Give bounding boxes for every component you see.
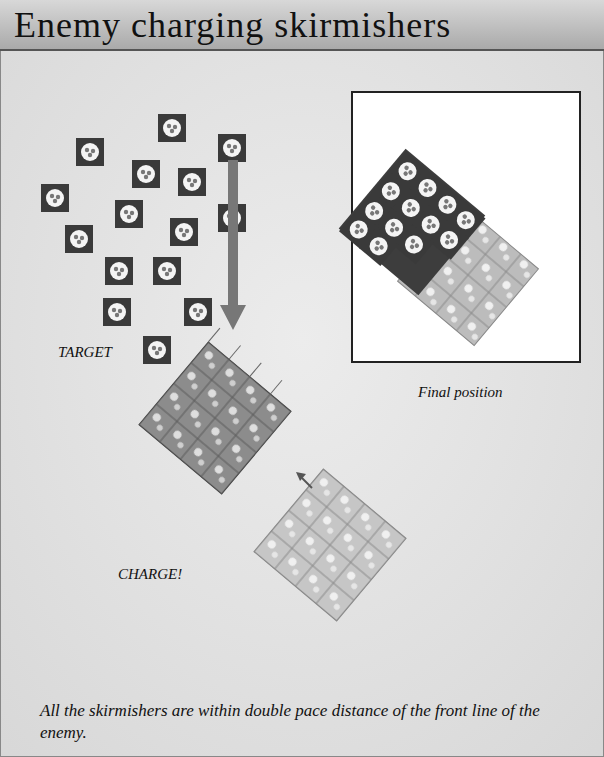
caption-note: All the skirmishers are within double pa…: [40, 700, 570, 744]
charge-label: CHARGE!: [118, 566, 182, 583]
page-title: Enemy charging skirmishers: [14, 4, 451, 46]
target-label: TARGET: [58, 344, 112, 361]
inset-label: Final position: [418, 384, 503, 401]
